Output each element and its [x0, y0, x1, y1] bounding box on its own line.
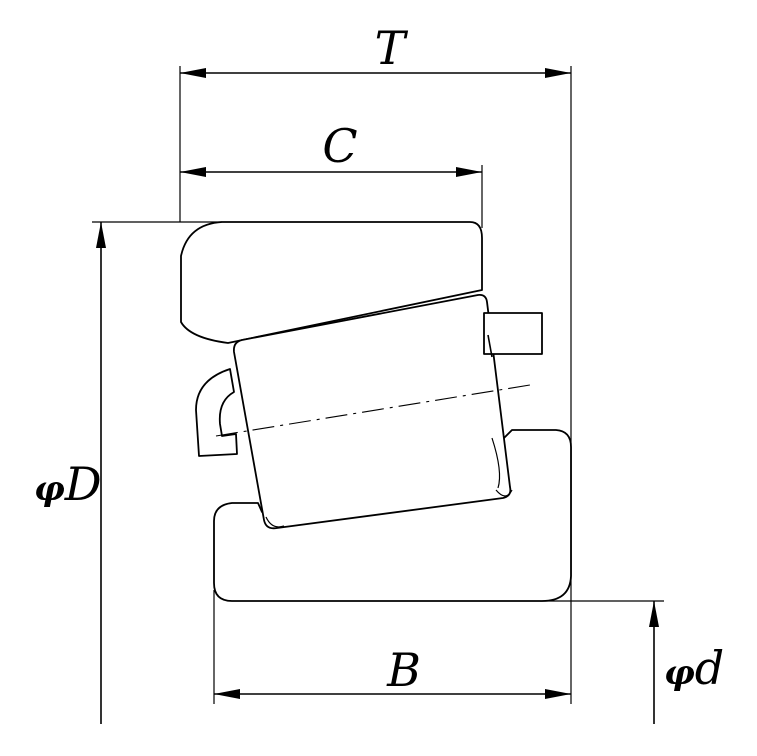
- roller-relief-bottom-right: [495, 489, 513, 497]
- label-B: B: [386, 643, 421, 697]
- arrowhead-C-left: [180, 167, 206, 177]
- cage-left: [195, 368, 238, 457]
- roller-axis-centerline: [215, 384, 531, 437]
- label-phiD-letter: D: [64, 457, 102, 511]
- label-C: C: [322, 119, 357, 173]
- label-phiD-symbol: φ: [34, 469, 65, 509]
- arrowhead-D-top: [96, 222, 106, 248]
- dimension-B: B: [213, 590, 572, 704]
- arrowhead-B-left: [214, 689, 240, 699]
- cage-right-edge: [487, 334, 493, 358]
- arrowhead-B-right: [545, 689, 571, 699]
- inner-ring-cone: [213, 429, 572, 602]
- label-phiD: φD: [34, 457, 102, 511]
- arrowhead-d-top: [649, 601, 659, 627]
- label-phid-symbol: φ: [664, 653, 695, 693]
- label-phid: φd: [664, 641, 724, 695]
- cone-rib-contact-curve: [491, 437, 501, 489]
- cage-right: [483, 312, 543, 355]
- label-phid-letter: d: [695, 641, 724, 695]
- arrowhead-C-right: [456, 167, 482, 177]
- dimension-C: C: [180, 119, 483, 228]
- arrowhead-T-right: [545, 68, 571, 78]
- tapered-roller: [233, 293, 512, 530]
- outer-ring-cup: [180, 221, 483, 344]
- label-T: T: [375, 21, 409, 75]
- roller-relief-bottom-left: [265, 516, 285, 528]
- dimension-phiD: φD: [34, 221, 222, 724]
- dimension-phid: φd: [540, 600, 724, 724]
- arrowhead-T-left: [180, 68, 206, 78]
